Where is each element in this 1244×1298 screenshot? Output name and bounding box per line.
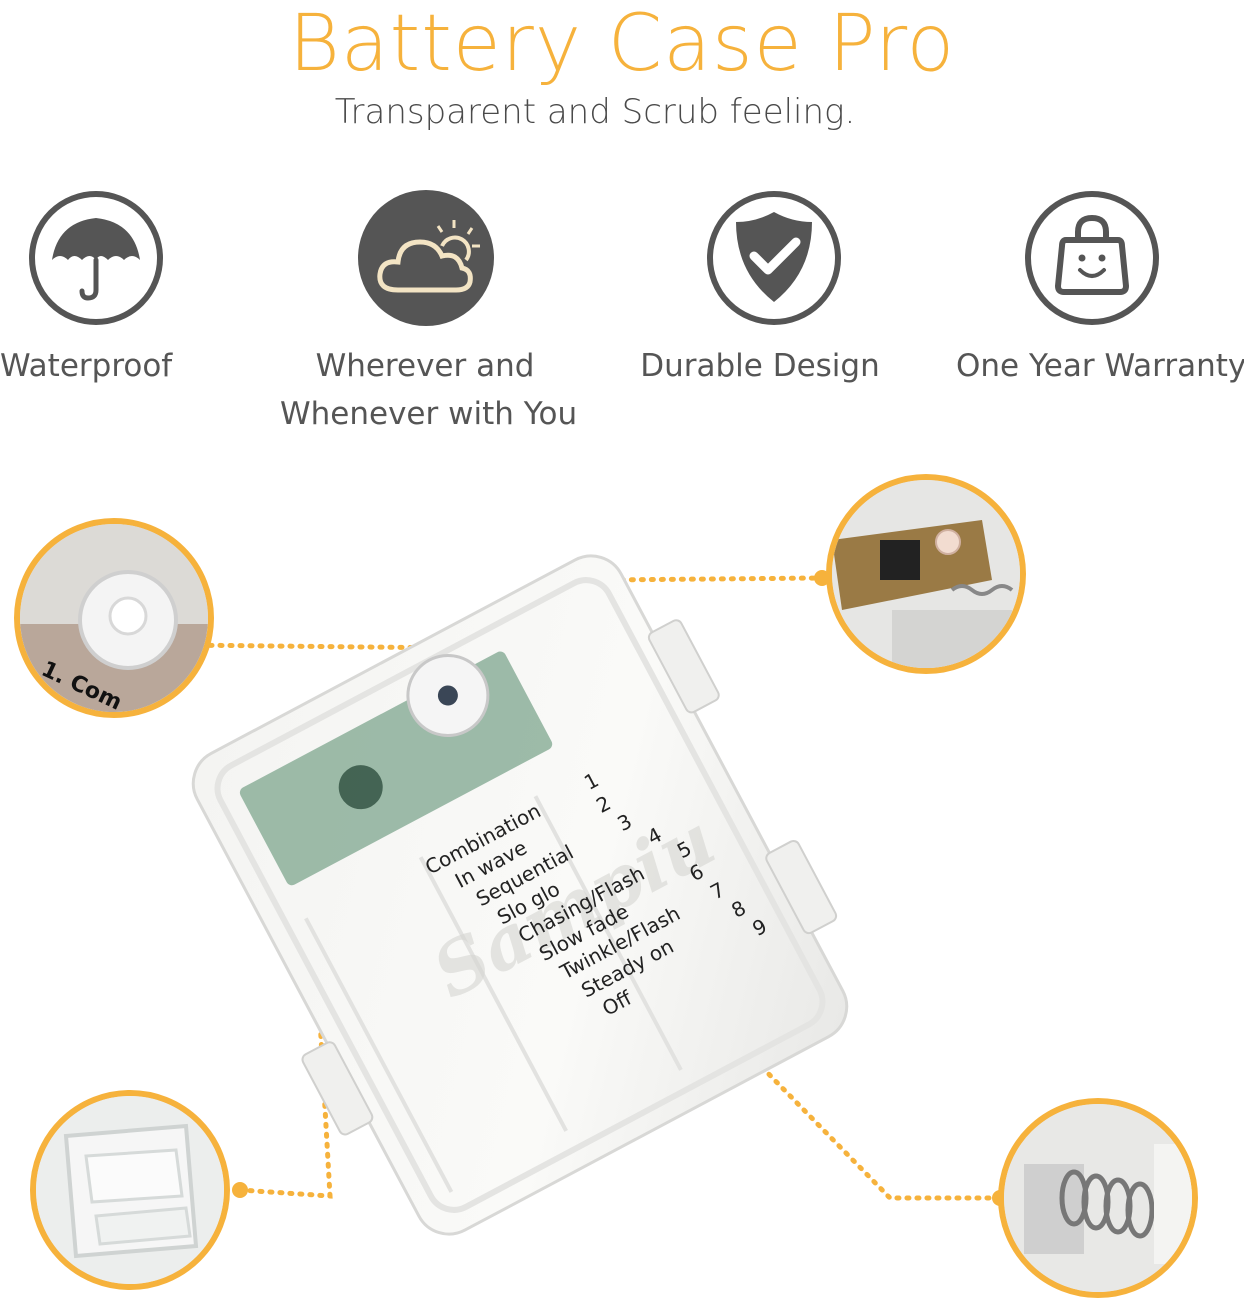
feature-label-whenever: Whenever with You — [280, 396, 578, 432]
page-title: Battery Case Pro — [288, 0, 956, 89]
feature-label-durable: Durable Design — [640, 348, 880, 384]
feature-label-wherever: Wherever and — [315, 348, 535, 384]
detail-circle-clip — [30, 1090, 230, 1290]
shopping-bag-icon — [1025, 191, 1159, 325]
page-subtitle: Transparent and Scrub feeling. — [334, 92, 856, 132]
detail-circle-spring — [998, 1098, 1198, 1298]
umbrella-icon — [29, 191, 163, 325]
detail-circle-pcb — [826, 474, 1026, 674]
shield-check-icon — [707, 191, 841, 325]
cloud-sun-icon — [358, 190, 494, 326]
feature-label-waterproof: Waterproof — [0, 348, 173, 384]
feature-label-warranty: One Year Warranty — [956, 348, 1244, 384]
detail-circle-button: 1. Com — [14, 518, 214, 718]
